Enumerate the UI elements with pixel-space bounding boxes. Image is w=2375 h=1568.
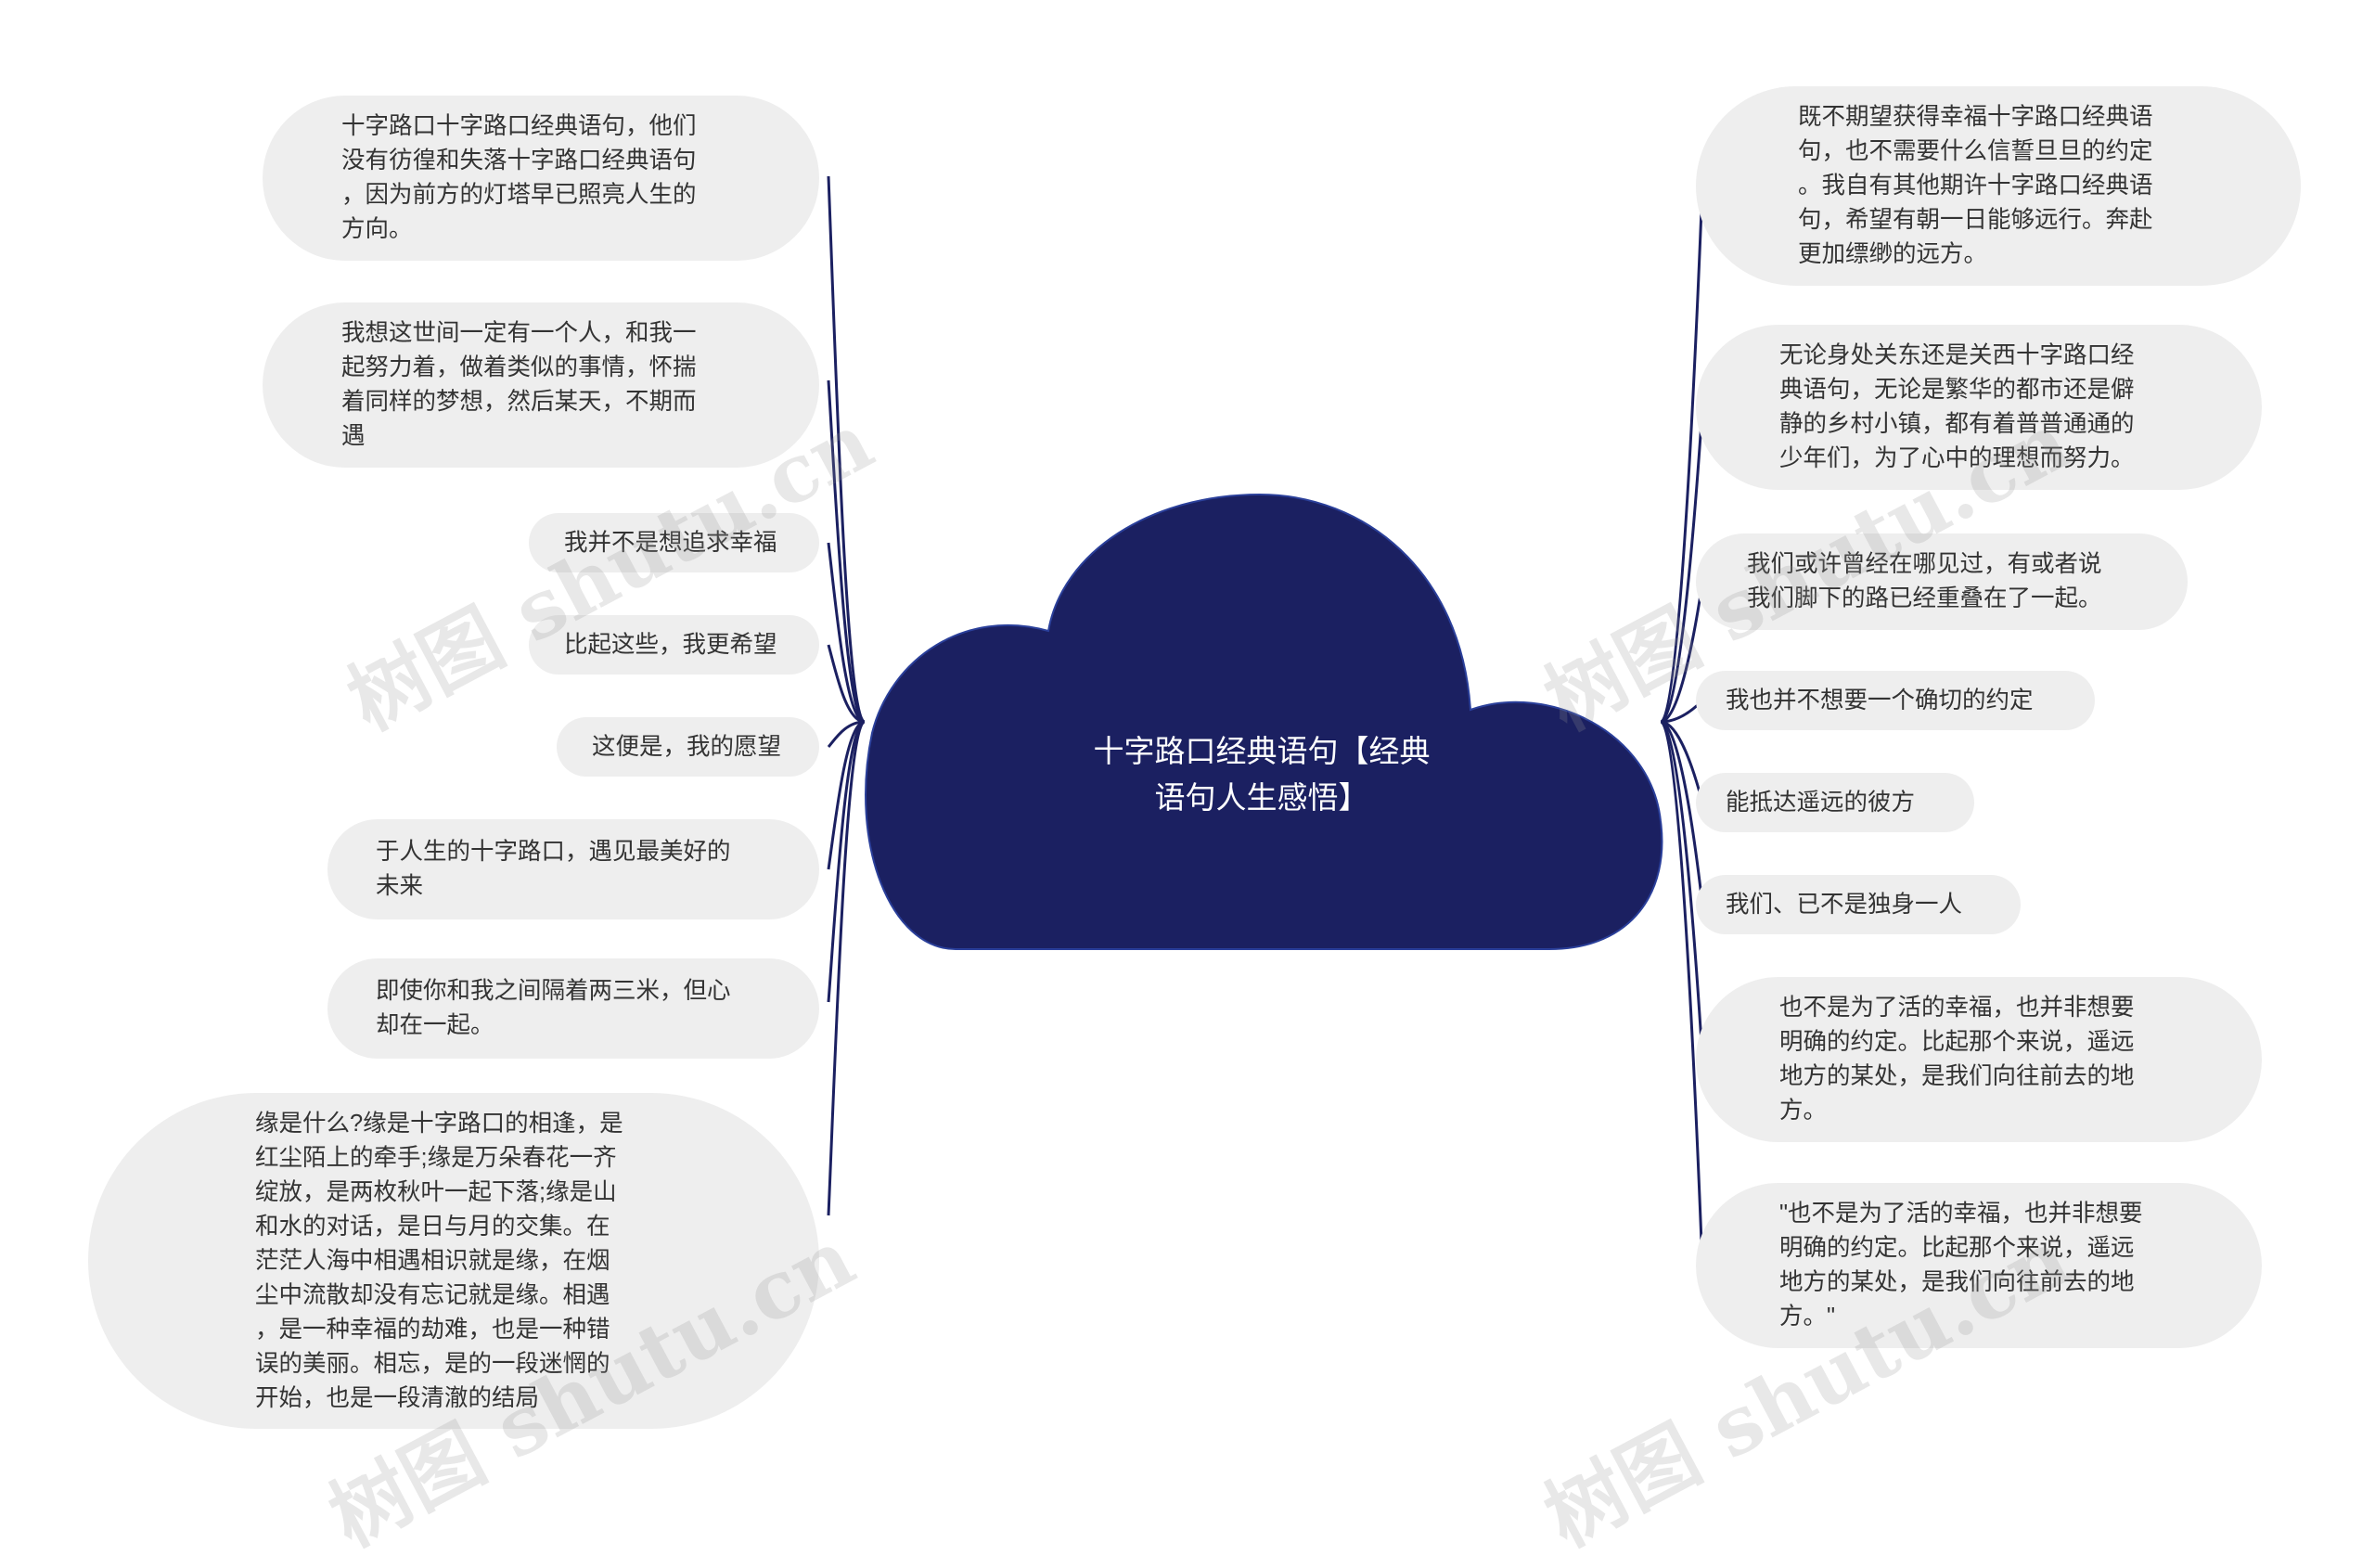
right-topic-text: 也不是为了活的幸福，也并非想要 明确的约定。比起那个来说，遥远 地方的某处，是我… [1779, 995, 2135, 1124]
left-topic-text: 我并不是想追求幸福 [564, 529, 777, 556]
right-topic-3[interactable]: 我们或许曾经在哪见过，有或者说 我们脚下的路已经重叠在了一起。 [1696, 533, 2188, 630]
left-topic-1[interactable]: 十字路口十字路口经典语句，他们 没有彷徨和失落十字路口经典语句 ，因为前方的灯塔… [263, 96, 819, 261]
left-topic-4[interactable]: 比起这些，我更希望 [529, 615, 819, 675]
right-topic-4[interactable]: 我也并不想要一个确切的约定 [1696, 671, 2095, 730]
right-connector [1660, 185, 1704, 724]
right-topic-text: 我也并不想要一个确切的约定 [1726, 687, 2034, 713]
root-cloud[interactable] [0, 0, 2375, 1508]
right-topic-5[interactable]: 能抵达遥远的彼方 [1696, 773, 1974, 832]
right-connector [1660, 407, 1704, 724]
left-connector [827, 542, 866, 724]
root-topic[interactable]: 十字路口经典语句【经典 语句人生感悟】 [1093, 734, 1431, 815]
right-topic-6[interactable]: 我们、已不是独身一人 [1696, 875, 2021, 934]
right-topic-text: 我们、已不是独身一人 [1726, 891, 1963, 918]
right-connector [1660, 720, 1704, 1267]
left-connector [827, 720, 866, 870]
left-topic-7[interactable]: 即使你和我之间隔着两三米，但心 却在一起。 [327, 958, 819, 1059]
left-topic-2[interactable]: 我想这世间一定有一个人，和我一 起努力着，做着类似的事情，怀揣 着同样的梦想，然… [263, 302, 819, 468]
right-topic-text: 能抵达遥远的彼方 [1726, 789, 1916, 816]
left-topic-text: 我想这世间一定有一个人，和我一 起努力着，做着类似的事情，怀揣 着同样的梦想，然… [341, 320, 697, 449]
cloud-shape [865, 493, 1663, 950]
left-topic-3[interactable]: 我并不是想追求幸福 [529, 513, 819, 572]
right-topic-text: "也不是为了活的幸福，也并非想要 明确的约定。比起那个来说，遥远 地方的某处，是… [1779, 1201, 2143, 1330]
right-topic-7[interactable]: 也不是为了活的幸福，也并非想要 明确的约定。比起那个来说，遥远 地方的某处，是我… [1696, 977, 2262, 1142]
right-connector [1660, 720, 1704, 1059]
right-topic-text: 我们或许曾经在哪见过，有或者说 我们脚下的路已经重叠在了一起。 [1747, 551, 2102, 611]
left-connector [827, 379, 866, 724]
left-topic-8[interactable]: 缘是什么?缘是十字路口的相逢，是 红尘陌上的牵手;缘是万朵春花一齐 绽放，是两枚… [88, 1093, 819, 1429]
left-topic-text: 缘是什么?缘是十字路口的相逢，是 红尘陌上的牵手;缘是万朵春花一齐 绽放，是两枚… [255, 1110, 623, 1411]
left-connector [827, 175, 867, 724]
left-topic-5[interactable]: 这便是，我的愿望 [557, 717, 819, 777]
right-topic-1[interactable]: 既不期望获得幸福十字路口经典语 句，也不需要什么信誓旦旦的约定 。我自有其他期许… [1696, 86, 2301, 286]
left-connector [827, 720, 866, 1216]
right-topic-8[interactable]: "也不是为了活的幸福，也并非想要 明确的约定。比起那个来说，遥远 地方的某处，是… [1696, 1183, 2262, 1348]
left-connector [827, 720, 866, 1003]
right-topic-2[interactable]: 无论身处关东还是关西十字路口经 典语句，无论是繁华的都市还是僻 静的乡村小镇，都… [1696, 325, 2262, 490]
left-topic-text: 这便是，我的愿望 [592, 733, 782, 760]
right-topic-text: 无论身处关东还是关西十字路口经 典语句，无论是繁华的都市还是僻 静的乡村小镇，都… [1779, 342, 2135, 471]
right-topic-text: 既不期望获得幸福十字路口经典语 句，也不需要什么信誓旦旦的约定 。我自有其他期许… [1798, 104, 2153, 267]
connector-lines [827, 175, 1704, 1267]
left-topic-text: 即使你和我之间隔着两三米，但心 却在一起。 [376, 978, 731, 1038]
left-topic-6[interactable]: 于人生的十字路口，遇见最美好的 未来 [327, 819, 819, 919]
left-topic-text: 十字路口十字路口经典语句，他们 没有彷徨和失落十字路口经典语句 ，因为前方的灯塔… [341, 113, 697, 242]
left-topic-text: 比起这些，我更希望 [564, 631, 777, 658]
right-connector [1660, 720, 1704, 906]
left-connector [827, 644, 866, 724]
left-topic-text: 于人生的十字路口，遇见最美好的 未来 [376, 839, 731, 899]
